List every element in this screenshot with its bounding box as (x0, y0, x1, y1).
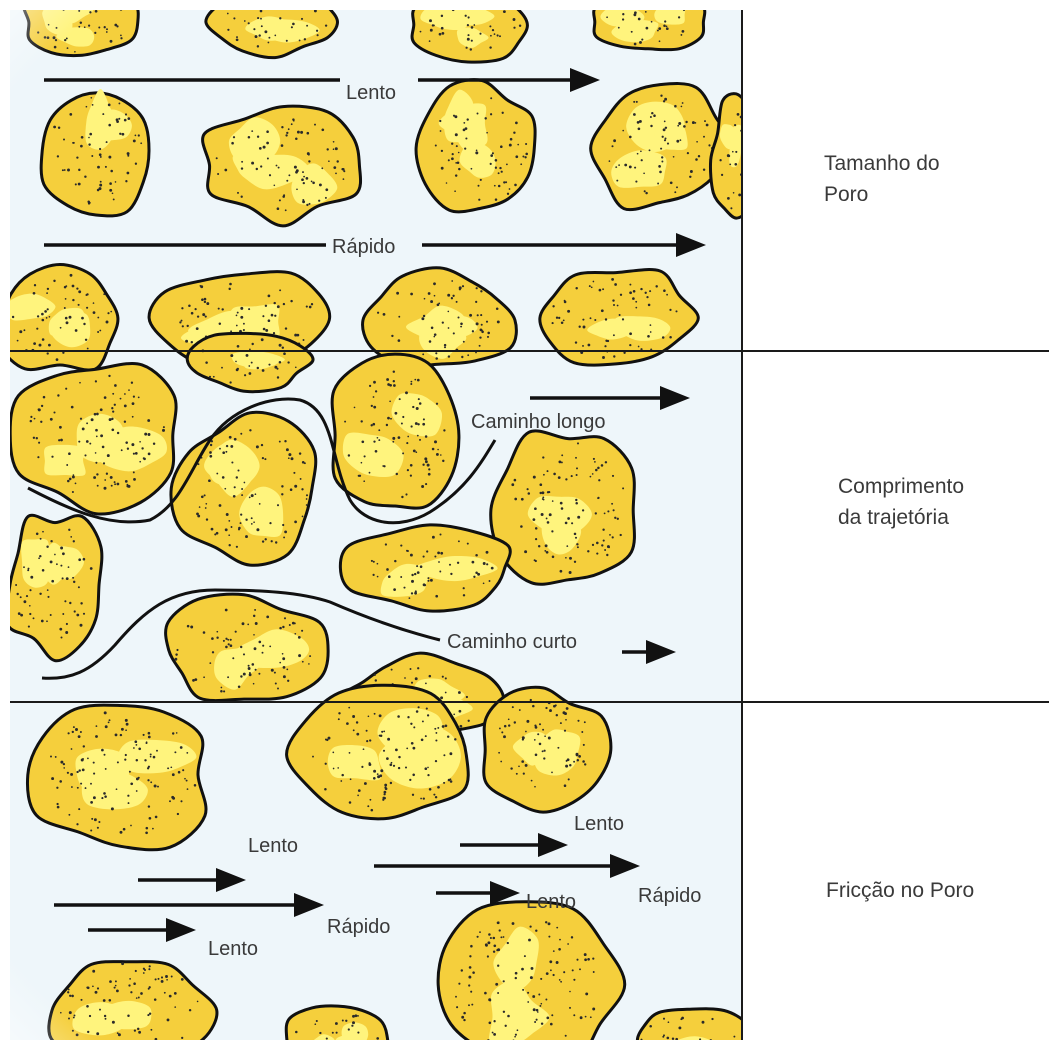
long-path-label: Caminho longo (471, 411, 606, 433)
friction-fast-left-label: Rápido (327, 916, 390, 938)
friction-slow-bottom-left-label: Lento (208, 938, 258, 960)
path-length-label-line-1: Comprimento (838, 475, 964, 498)
pore-size-label-line-2: Poro (824, 183, 868, 206)
pore-size-label-line-1: Tamanho do (824, 152, 940, 175)
friction-slow-mid-right-label: Lento (526, 891, 576, 913)
friction-slow-top-right-label: Lento (574, 813, 624, 835)
short-path-label: Caminho curto (447, 631, 577, 653)
pore-size-fast-label: Rápido (332, 236, 395, 258)
path-length-label-line-2: da trajetória (838, 506, 949, 529)
sand-grain (332, 354, 459, 508)
friction-fast-right-label: Rápido (638, 885, 701, 907)
pore-friction-label: Fricção no Poro (826, 879, 974, 902)
pore-size-slow-label: Lento (346, 82, 396, 104)
friction-slow-top-left-label: Lento (248, 835, 298, 857)
